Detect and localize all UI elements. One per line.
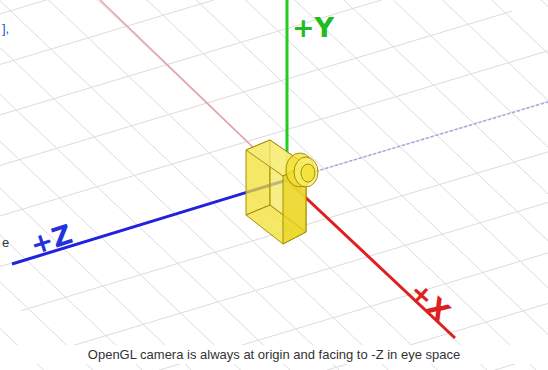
axis-label: +Y	[292, 14, 334, 41]
grid-line	[155, 0, 548, 370]
grid-line	[304, 0, 548, 334]
grid-line	[0, 38, 232, 370]
grid-line	[0, 49, 548, 234]
grid-line	[43, 0, 532, 370]
grid-line	[0, 49, 195, 370]
text-fragment: e	[2, 236, 9, 249]
grid-line	[192, 0, 548, 367]
grid-line	[0, 0, 382, 370]
grid-line	[0, 0, 432, 119]
camera-icon	[246, 140, 318, 244]
grid-line	[0, 0, 419, 370]
grid-line	[417, 0, 548, 300]
grid-line	[267, 0, 548, 345]
negative-z-axis	[287, 102, 548, 180]
grid-line	[80, 0, 548, 370]
grid-line	[0, 4, 345, 370]
figure-caption: OpenGL camera is always at origin and fa…	[0, 345, 548, 364]
grid-line	[0, 0, 391, 80]
grid-line	[0, 0, 311, 4]
grid-line	[5, 0, 494, 370]
text-fragment: ],	[2, 22, 9, 35]
grid-line	[0, 88, 548, 273]
grid-line	[0, 15, 307, 370]
grid-line	[0, 0, 351, 42]
grid-line	[0, 0, 457, 370]
grid-line	[62, 164, 548, 349]
grid-line	[0, 0, 472, 157]
x-axis	[287, 180, 455, 338]
grid-line	[379, 0, 548, 311]
grid-line	[0, 60, 158, 370]
axis-label: +X	[405, 277, 455, 326]
grid-line	[230, 0, 548, 356]
